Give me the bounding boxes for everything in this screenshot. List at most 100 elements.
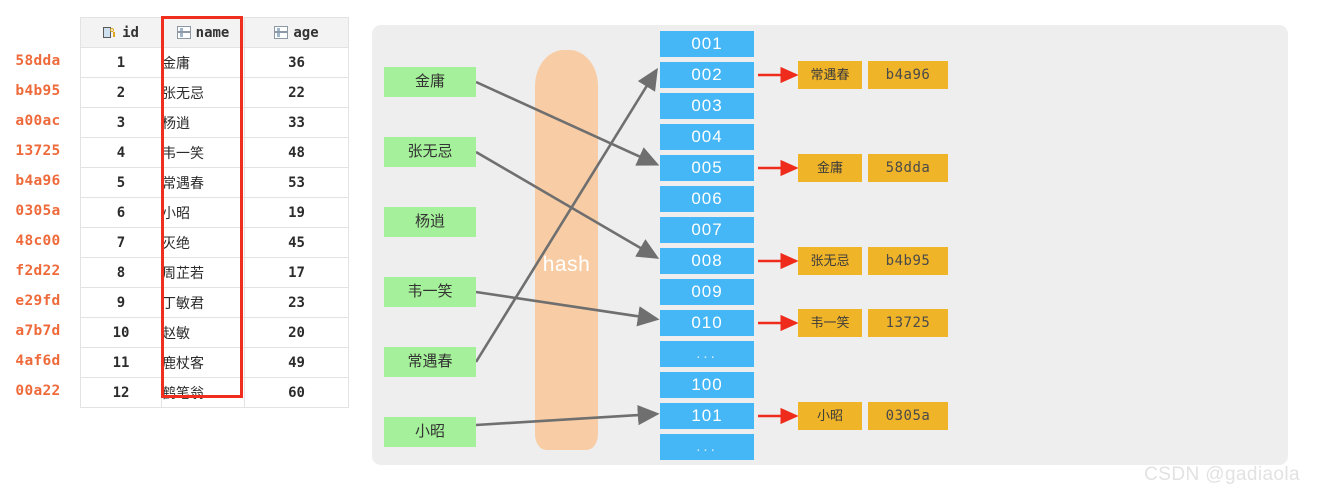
cell-id: 2 — [80, 77, 162, 108]
cell-name: 周芷若 — [161, 257, 245, 288]
hash-bucket[interactable]: 004 — [660, 124, 754, 150]
column-icon — [274, 26, 289, 39]
record-name-box[interactable]: 韦一笑 — [798, 309, 862, 337]
hash-value-cell: 48c00 — [15, 233, 61, 249]
input-name-chip[interactable]: 张无忌 — [384, 137, 476, 167]
hash-bucket[interactable]: 005 — [660, 155, 754, 181]
arrow-xiaozhao-to-101 — [475, 404, 660, 427]
hash-value-cell: e29fd — [15, 293, 61, 309]
watermark: CSDN @gadiaola — [1144, 464, 1300, 485]
input-name-chip[interactable]: 小昭 — [384, 417, 476, 447]
hash-bucket[interactable]: 101 — [660, 403, 754, 429]
bucket-to-record-arrows — [758, 66, 799, 425]
record-name-box[interactable]: 常遇春 — [798, 61, 862, 89]
column-header-id-label: id — [122, 24, 139, 41]
hash-bucket-ellipsis[interactable]: ... — [660, 434, 754, 460]
hash-bucket[interactable]: 002 — [660, 62, 754, 88]
cell-age: 17 — [244, 257, 349, 288]
record-hash-box[interactable]: 13725 — [868, 309, 948, 337]
record-name-box[interactable]: 张无忌 — [798, 247, 862, 275]
cell-name: 小昭 — [161, 197, 245, 228]
record-hash-box[interactable]: 58dda — [868, 154, 948, 182]
hash-bucket[interactable]: 100 — [660, 372, 754, 398]
hash-value-cell: 00a22 — [15, 383, 61, 399]
column-header-id[interactable]: id — [80, 17, 162, 48]
cell-age: 49 — [244, 347, 349, 378]
hash-mapping-arrows — [474, 67, 660, 427]
cell-id: 10 — [80, 317, 162, 348]
cell-name: 灭绝 — [161, 227, 245, 258]
cell-age: 20 — [244, 317, 349, 348]
hash-value-cell: 4af6d — [15, 353, 61, 369]
hash-value-cell: a7b7d — [15, 323, 61, 339]
cell-id: 9 — [80, 287, 162, 318]
arrow-zhangwuji-to-008 — [475, 150, 660, 259]
cell-id: 6 — [80, 197, 162, 228]
cell-name: 杨逍 — [161, 107, 245, 138]
input-name-chip[interactable]: 杨逍 — [384, 207, 476, 237]
hash-value-cell: b4a96 — [15, 173, 61, 189]
cell-age: 45 — [244, 227, 349, 258]
hash-bucket-ellipsis[interactable]: ... — [660, 341, 754, 367]
column-header-age-label: age — [293, 24, 319, 41]
hash-bucket[interactable]: 001 — [660, 31, 754, 57]
arrow-changyuchun-to-002 — [474, 67, 658, 363]
hash-bucket[interactable]: 003 — [660, 93, 754, 119]
cell-id: 7 — [80, 227, 162, 258]
column-header-name[interactable]: name — [161, 17, 245, 48]
cell-age: 33 — [244, 107, 349, 138]
record-name-box[interactable]: 金庸 — [798, 154, 862, 182]
cell-name: 张无忌 — [161, 77, 245, 108]
record-hash-box[interactable]: b4b95 — [868, 247, 948, 275]
hash-value-cell: f2d22 — [15, 263, 61, 279]
cell-name: 韦一笑 — [161, 137, 245, 168]
input-name-chip[interactable]: 韦一笑 — [384, 277, 476, 307]
hash-bucket[interactable]: 009 — [660, 279, 754, 305]
input-name-chip[interactable]: 常遇春 — [384, 347, 476, 377]
record-name-box[interactable]: 小昭 — [798, 402, 862, 430]
column-header-name-label: name — [195, 24, 230, 41]
cell-id: 8 — [80, 257, 162, 288]
hash-function-label: hash — [542, 253, 591, 276]
cell-age: 48 — [244, 137, 349, 168]
input-name-chip[interactable]: 金庸 — [384, 67, 476, 97]
hash-bucket[interactable]: 007 — [660, 217, 754, 243]
hash-bucket[interactable]: 006 — [660, 186, 754, 212]
cell-id: 5 — [80, 167, 162, 198]
column-header-age[interactable]: age — [244, 17, 349, 48]
cell-age: 23 — [244, 287, 349, 318]
cell-name: 丁敏君 — [161, 287, 245, 318]
cell-id: 1 — [80, 47, 162, 78]
record-hash-box[interactable]: 0305a — [868, 402, 948, 430]
cell-name: 鹿杖客 — [161, 347, 245, 378]
record-hash-box[interactable]: b4a96 — [868, 61, 948, 89]
arrow-jinyong-to-005 — [475, 80, 660, 166]
hash-bucket[interactable]: 010 — [660, 310, 754, 336]
hash-value-cell: 0305a — [15, 203, 61, 219]
arrow-weiyixiao-to-010 — [475, 290, 660, 327]
key-column-icon — [103, 26, 117, 39]
hash-bucket[interactable]: 008 — [660, 248, 754, 274]
cell-age: 19 — [244, 197, 349, 228]
cell-name: 鹤笔翁 — [161, 377, 245, 408]
cell-age: 53 — [244, 167, 349, 198]
column-icon — [176, 26, 191, 39]
cell-age: 60 — [244, 377, 349, 408]
cell-age: 22 — [244, 77, 349, 108]
